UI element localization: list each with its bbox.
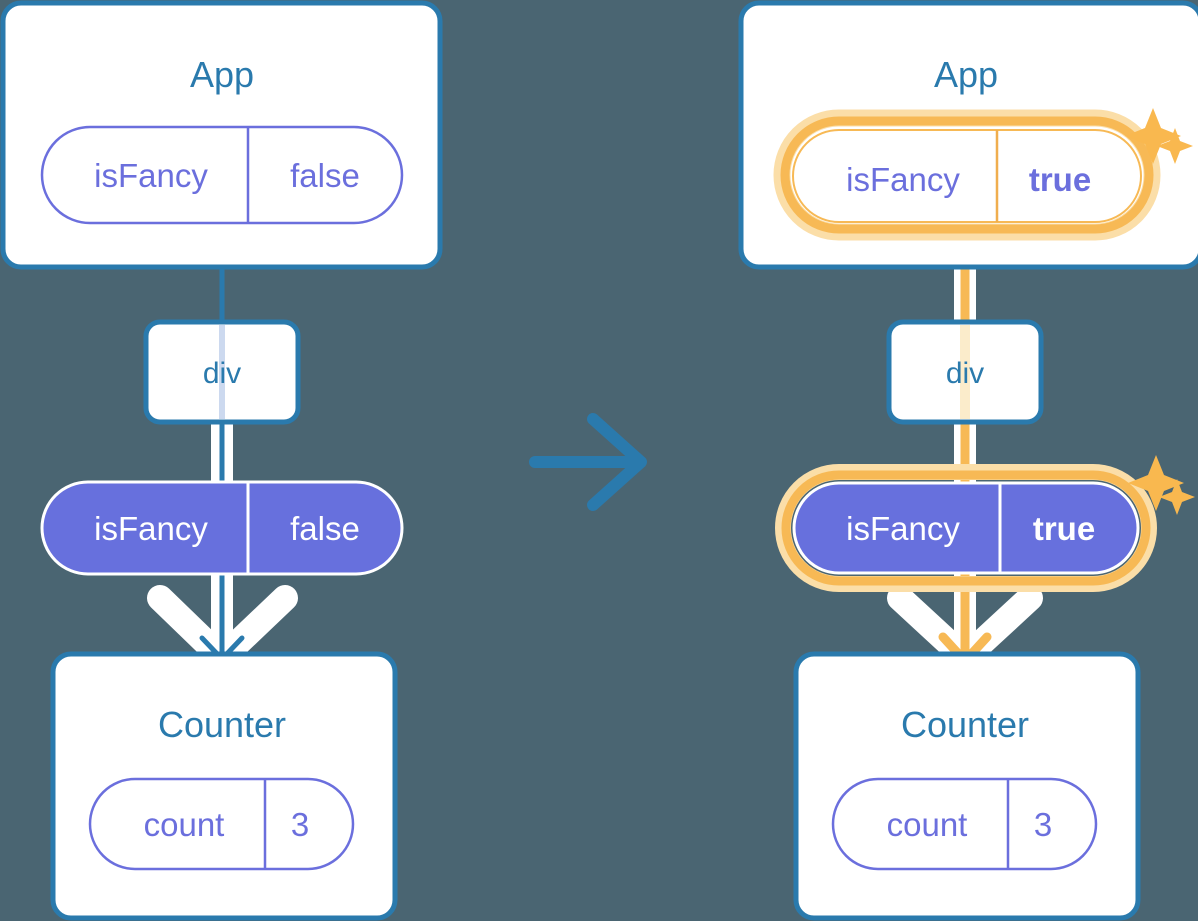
prop-pill-left-key: isFancy [94, 510, 208, 547]
app-state-pill-left-value: false [290, 157, 360, 194]
sparkle-large-mid-icon [1128, 455, 1184, 511]
div-node-left-label: div [203, 357, 241, 390]
prop-pill-left-value: false [290, 510, 360, 547]
app-card-left: App isFancy false [0, 0, 443, 270]
panel-after: App isFancy true [738, 0, 1198, 921]
counter-state-pill-left: count 3 [88, 777, 355, 871]
prop-pill-right-value: true [1033, 510, 1095, 547]
prop-pill-right-ring [781, 470, 1151, 586]
app-card-right: App isFancy true [738, 0, 1198, 270]
div-node-right-label: div [946, 357, 984, 390]
transition-arrow-icon [529, 413, 647, 511]
counter-state-pill-right-key: count [887, 806, 968, 843]
counter-card-left-title: Counter [158, 704, 286, 745]
panel-before: App isFancy false div [0, 0, 443, 921]
counter-card-right: Counter count 3 [793, 651, 1141, 921]
counter-state-pill-left-key: count [144, 806, 225, 843]
counter-card-left: Counter count 3 [50, 651, 398, 921]
prop-pill-right-key: isFancy [846, 510, 960, 547]
app-state-pill-left: isFancy false [40, 125, 404, 225]
counter-state-pill-right: count 3 [831, 777, 1098, 871]
app-state-pill-right-shape [792, 129, 1142, 223]
div-node-right: div [886, 319, 1044, 425]
prop-pill-left-shape [40, 480, 404, 576]
app-card-right-title: App [934, 54, 998, 95]
app-card-left-title: App [190, 54, 254, 95]
app-state-pill-right-key: isFancy [846, 161, 960, 198]
prop-pill-right: isFancy true [792, 481, 1140, 575]
app-state-pill-right-value: true [1029, 161, 1091, 198]
prop-arrow-left-blue [199, 573, 245, 662]
app-state-pill-left-key: isFancy [94, 157, 208, 194]
counter-card-right-title: Counter [901, 704, 1029, 745]
div-node-left: div [143, 319, 301, 425]
sparkle-small-mid-icon [1159, 479, 1195, 515]
counter-state-pill-left-shape [88, 777, 355, 871]
app-state-pill-right-ring [780, 116, 1154, 234]
app-state-pill-right: isFancy true [792, 129, 1142, 223]
sparkle-small-top-icon [1157, 128, 1193, 164]
prop-pill-right-shape [792, 481, 1140, 575]
counter-state-pill-right-shape [831, 777, 1098, 871]
sparkle-large-top-icon [1125, 108, 1181, 164]
counter-state-pill-left-value: 3 [291, 806, 309, 843]
counter-state-pill-right-value: 3 [1034, 806, 1052, 843]
prop-pill-left: isFancy false [40, 480, 404, 576]
app-state-pill-left-shape [40, 125, 404, 225]
